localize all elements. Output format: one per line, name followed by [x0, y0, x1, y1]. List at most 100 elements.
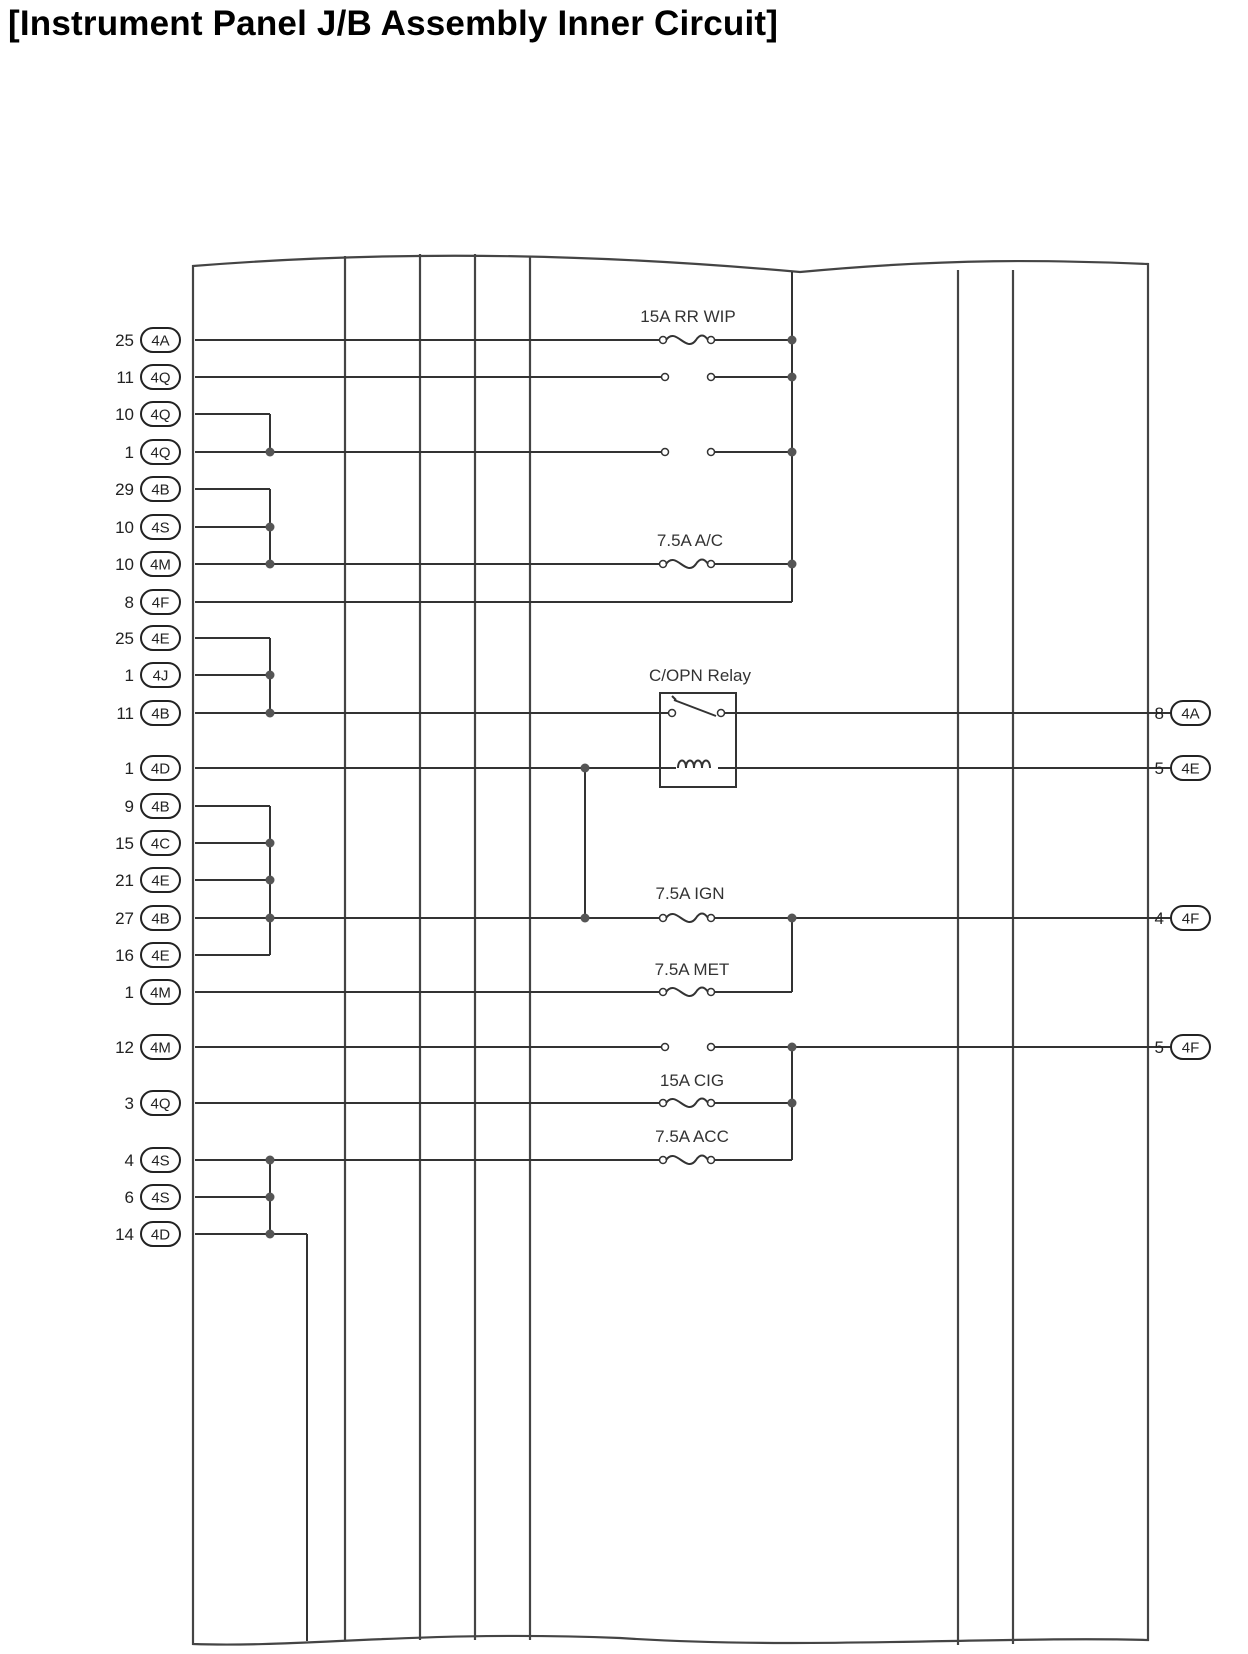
- svg-text:4M: 4M: [150, 557, 171, 574]
- svg-text:3: 3: [125, 1094, 134, 1113]
- left-pin-11: 1 4D: [125, 755, 181, 781]
- svg-text:21: 21: [115, 871, 134, 890]
- svg-text:5: 5: [1155, 1038, 1164, 1057]
- fuse-ign: [658, 912, 716, 924]
- svg-text:1: 1: [125, 983, 134, 1002]
- internal-bus-lines: [343, 254, 1015, 1645]
- wires: [195, 339, 1180, 1641]
- svg-text:4C: 4C: [151, 836, 170, 853]
- svg-text:4S: 4S: [151, 1190, 169, 1207]
- svg-text:4M: 4M: [150, 985, 171, 1002]
- svg-text:4E: 4E: [1181, 761, 1199, 778]
- fuse-acc: [658, 1154, 716, 1166]
- left-pin-12: 9 4B: [125, 793, 181, 819]
- svg-text:11: 11: [116, 368, 134, 387]
- left-pin-20: 4 4S: [125, 1147, 181, 1173]
- right-pin-3: 5 4F: [1155, 1034, 1211, 1060]
- left-pin-6: 10 4M: [115, 551, 181, 577]
- fuse-met: [658, 986, 716, 998]
- label-7-5a-ac: 7.5A A/C: [657, 531, 723, 550]
- c-opn-relay: [659, 692, 737, 788]
- svg-text:4J: 4J: [153, 668, 169, 685]
- svg-text:4F: 4F: [1182, 911, 1200, 928]
- left-pin-8: 25 4E: [115, 625, 181, 651]
- svg-text:4B: 4B: [151, 706, 169, 723]
- left-pin-7: 8 4F: [125, 589, 181, 615]
- svg-text:4Q: 4Q: [150, 445, 170, 462]
- left-pin-17: 1 4M: [125, 979, 181, 1005]
- svg-text:16: 16: [115, 946, 134, 965]
- right-connector-pins: 8 4A 5 4E 4 4F 5 4F: [1155, 700, 1211, 1060]
- svg-text:12: 12: [115, 1038, 134, 1057]
- label-15a-cig: 15A CIG: [660, 1071, 724, 1090]
- svg-text:4F: 4F: [152, 595, 170, 612]
- svg-text:5: 5: [1155, 759, 1164, 778]
- svg-text:9: 9: [125, 797, 134, 816]
- left-pin-15: 27 4B: [115, 905, 181, 931]
- svg-text:4S: 4S: [151, 520, 169, 537]
- svg-text:14: 14: [115, 1225, 134, 1244]
- svg-text:4M: 4M: [150, 1040, 171, 1057]
- svg-text:29: 29: [115, 480, 134, 499]
- svg-text:8: 8: [125, 593, 134, 612]
- right-pin-0: 8 4A: [1155, 700, 1211, 726]
- svg-text:1: 1: [125, 666, 134, 685]
- component-labels: 15A RR WIP 7.5A A/C C/OPN Relay 7.5A IGN…: [640, 307, 751, 1146]
- left-pin-19: 3 4Q: [125, 1090, 181, 1116]
- left-pin-10: 11 4B: [116, 700, 181, 726]
- svg-text:4Q: 4Q: [150, 407, 170, 424]
- svg-text:4E: 4E: [151, 948, 169, 965]
- splice-dots: [265, 335, 797, 1239]
- svg-text:4B: 4B: [151, 482, 169, 499]
- right-pin-1: 5 4E: [1155, 755, 1211, 781]
- svg-text:27: 27: [115, 909, 134, 928]
- fuse-ac: [658, 558, 716, 570]
- svg-text:11: 11: [116, 704, 134, 723]
- right-pin-2: 4 4F: [1155, 905, 1211, 931]
- svg-text:4B: 4B: [151, 911, 169, 928]
- svg-text:10: 10: [115, 405, 134, 424]
- label-c-opn-relay: C/OPN Relay: [649, 666, 752, 685]
- fuse-cig: [658, 1097, 716, 1109]
- svg-text:4A: 4A: [1181, 706, 1199, 723]
- svg-text:4: 4: [125, 1151, 134, 1170]
- svg-text:1: 1: [125, 759, 134, 778]
- svg-text:25: 25: [115, 629, 134, 648]
- open-terminals: [660, 372, 716, 1052]
- svg-text:8: 8: [1155, 704, 1164, 723]
- label-7-5a-ign: 7.5A IGN: [656, 884, 725, 903]
- left-pin-16: 16 4E: [115, 942, 181, 968]
- svg-text:4B: 4B: [151, 799, 169, 816]
- left-pin-2: 10 4Q: [115, 401, 181, 427]
- svg-text:15: 15: [115, 834, 134, 853]
- left-pin-3: 1 4Q: [125, 439, 181, 465]
- svg-text:4: 4: [1155, 909, 1164, 928]
- left-pin-9: 1 4J: [125, 662, 181, 688]
- svg-text:4Q: 4Q: [150, 1096, 170, 1113]
- left-pin-21: 6 4S: [125, 1184, 181, 1210]
- svg-text:6: 6: [125, 1188, 134, 1207]
- label-15a-rr-wip: 15A RR WIP: [640, 307, 735, 326]
- left-pin-13: 15 4C: [115, 830, 181, 856]
- label-7-5a-met: 7.5A MET: [655, 960, 730, 979]
- svg-text:1: 1: [125, 443, 134, 462]
- fuse-rr-wip: [658, 334, 716, 346]
- svg-text:4A: 4A: [151, 333, 169, 350]
- label-7-5a-acc: 7.5A ACC: [655, 1127, 729, 1146]
- jb-outline: [191, 254, 1150, 1646]
- svg-text:4D: 4D: [151, 1227, 170, 1244]
- svg-text:10: 10: [115, 555, 134, 574]
- svg-text:4E: 4E: [151, 631, 169, 648]
- left-pin-4: 29 4B: [115, 476, 181, 502]
- svg-text:4F: 4F: [1182, 1040, 1200, 1057]
- svg-text:4D: 4D: [151, 761, 170, 778]
- left-pin-0: 25 4A: [115, 327, 181, 353]
- left-pin-18: 12 4M: [115, 1034, 181, 1060]
- page-title: [Instrument Panel J/B Assembly Inner Cir…: [8, 4, 779, 43]
- svg-text:4S: 4S: [151, 1153, 169, 1170]
- svg-text:25: 25: [115, 331, 134, 350]
